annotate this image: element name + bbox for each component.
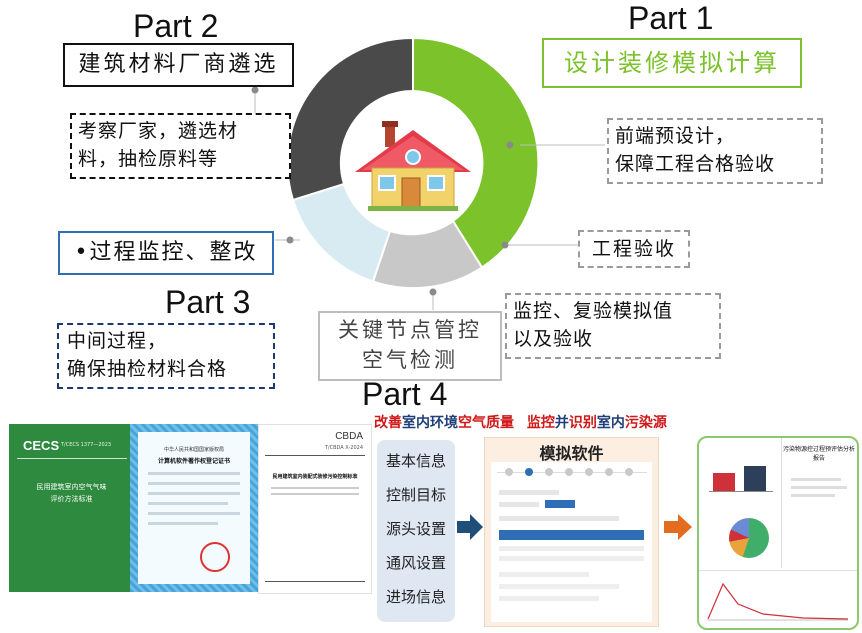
improvement-headline: 改善室内环境空气质量 监控并识别室内污染源 [374, 412, 667, 432]
menu-item-basic-info[interactable]: 基本信息 [385, 452, 446, 470]
part4-label: Part 4 [362, 376, 448, 412]
part2-title-box: 建筑材料厂商遴选 [63, 43, 294, 87]
menu-item-control-target[interactable]: 控制目标 [385, 486, 446, 504]
part2-desc-line2: 料，抽检原料等 [78, 148, 219, 170]
part4-desc-box: 监控、复验模拟值 以及验收 [505, 293, 721, 359]
headline-seg5: 并 [554, 415, 569, 431]
ring-segment-part2 [286, 36, 414, 202]
headline-seg8: 污染源 [624, 415, 667, 431]
part3-desc-box: 中间过程， 确保抽检材料合格 [57, 323, 275, 389]
part2-desc-line1: 考察厂家，遴选材 [78, 120, 239, 142]
cbda-standard-cover: CBDA T/CBDA X-2024 民用建筑室内装配式装修污染控制标准 [258, 424, 372, 594]
house-icon [355, 121, 471, 211]
part1-desc-line1: 前端预设计， [615, 125, 736, 147]
menu-item-source-settings[interactable]: 源头设置 [385, 520, 446, 538]
part4-title-line1: 关键节点管控 [338, 318, 482, 342]
menu-item-entry-info[interactable]: 进场信息 [385, 588, 446, 606]
headline-seg2: 室内环境 [402, 415, 458, 431]
part1-title-box: 设计装修模拟计算 [542, 38, 802, 88]
report-title: 污染物源控过程预评估分析报告 [783, 446, 856, 462]
arrow-right-icon [457, 514, 483, 540]
ring-segment-part1 [412, 36, 540, 269]
headline-seg1: 改善 [374, 415, 402, 431]
part1-label: Part 1 [628, 0, 714, 36]
headline-seg4: 监控 [526, 415, 555, 431]
report-screenshot: 污染物源控过程预评估分析报告 [697, 436, 859, 630]
software-menu-panel: 基本信息 控制目标 源头设置 通风设置 进场信息 [377, 440, 455, 622]
cecs-code: T/CECS 1377—2023 [61, 442, 112, 448]
part4-title-line2: 空气检测 [362, 348, 458, 372]
cecs-title-line1: 民用建筑室内空气气味 [36, 483, 107, 491]
cecs-standard-cover: CECS T/CECS 1377—2023 民用建筑室内空气气味 评价方法标准 [9, 424, 134, 592]
part3-title-box: •过程监控、整改 [58, 231, 274, 275]
software-copyright-certificate: 中华人民共和国国家版权局 计算机软件著作权登记证书 [130, 424, 258, 592]
part4-desc-line1: 监控、复验模拟值 [513, 300, 674, 322]
acceptance-label: 工程验收 [591, 238, 676, 260]
arrow-right-icon [664, 514, 692, 540]
part4-desc-line2: 以及验收 [513, 328, 594, 350]
part1-desc-line2: 保障工程合格验收 [615, 153, 776, 175]
cecs-title-line2: 评价方法标准 [50, 495, 93, 503]
headline-seg6: 识别 [568, 415, 597, 431]
cbda-code: T/CBDA X-2024 [324, 445, 363, 451]
part2-title: 建筑材料厂商遴选 [78, 52, 279, 77]
software-title: 模拟软件 [539, 444, 604, 463]
headline-seg7: 室内 [596, 415, 625, 431]
part3-title: •过程监控、整改 [74, 240, 258, 265]
part1-desc-box: 前端预设计， 保障工程合格验收 [607, 118, 823, 184]
cbda-title: 民用建筑室内装配式装修污染控制标准 [272, 474, 358, 480]
part2-desc-box: 考察厂家，遴选材 料，抽检原料等 [70, 113, 291, 179]
part1-title: 设计装修模拟计算 [564, 49, 780, 77]
certificate-title-line1: 中华人民共和国国家版权局 [163, 447, 224, 453]
part4-title-box: 关键节点管控 空气检测 [318, 311, 502, 381]
part3-desc-line2: 确保抽检材料合格 [67, 358, 228, 380]
cbda-org: CBDA [335, 431, 363, 442]
software-screenshot: 模拟软件 [484, 437, 659, 627]
part3-desc-line1: 中间过程， [67, 330, 168, 352]
certificate-title-line2: 计算机软件著作权登记证书 [157, 458, 230, 465]
menu-item-ventilation-settings[interactable]: 通风设置 [385, 554, 446, 572]
cecs-logo: CECS [23, 438, 60, 453]
headline-seg3: 空气质量 [458, 415, 514, 431]
acceptance-box: 工程验收 [578, 230, 690, 268]
part2-label: Part 2 [133, 8, 219, 44]
part3-label: Part 3 [165, 284, 251, 320]
